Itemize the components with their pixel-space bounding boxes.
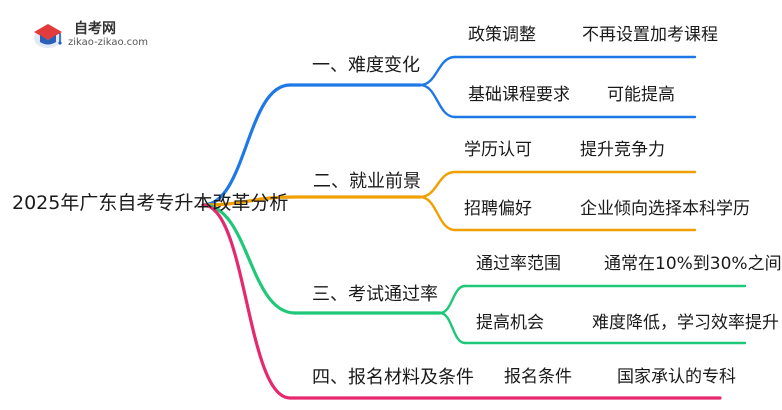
- branch-3-leaf-2-label: 提高机会: [476, 313, 544, 333]
- branch-2-leaf-2-label: 招聘偏好: [464, 199, 532, 219]
- branch-3-leaf-1-curve: [438, 284, 467, 315]
- branch-3-leaf-2-detail: 难度降低，学习效率提升: [592, 313, 779, 333]
- branch-2-leaf-1-curve: [418, 170, 457, 199]
- branch-3-curve: [201, 203, 297, 315]
- logo-url: zikao-zikao.com: [68, 37, 148, 48]
- branch-4-label: 四、报名材料及条件: [312, 367, 474, 388]
- branch-1-leaf-1-label: 政策调整: [468, 25, 536, 45]
- branch-2-curve: [201, 195, 297, 207]
- branch-3-label: 三、考试通过率: [312, 284, 438, 305]
- branch-4-curve: [201, 203, 292, 400]
- branch-2-leaf-1-label: 学历认可: [464, 140, 532, 160]
- branch-1-leaf-2-detail: 可能提高: [607, 85, 675, 105]
- mindmap-connectors: [201, 55, 747, 400]
- branch-1-curve: [201, 83, 292, 207]
- branch-1-label: 一、难度变化: [312, 55, 420, 76]
- branch-1-leaf-1-detail: 不再设置加考课程: [582, 25, 718, 45]
- branch-3-leaf-1-detail: 通常在10%到30%之间: [604, 254, 782, 274]
- branch-4-leaf-1-detail: 国家承认的专科: [617, 367, 736, 387]
- branch-4-leaf-1-label: 报名条件: [504, 367, 572, 387]
- branch-2-leaf-2-curve: [418, 195, 457, 232]
- branch-2-leaf-1-detail: 提升竞争力: [580, 140, 665, 160]
- branch-3-leaf-1-label: 通过率范围: [476, 254, 561, 274]
- site-logo[interactable]: 自考网 zikao-zikao.com: [30, 14, 160, 54]
- branch-2-label: 二、就业前景: [313, 171, 421, 192]
- branch-2-leaf-2-detail: 企业倾向选择本科学历: [580, 199, 750, 219]
- branch-1-leaf-1-curve: [418, 55, 457, 87]
- logo-name: 自考网: [74, 21, 116, 37]
- branch-1-leaf-2-label: 基础课程要求: [468, 85, 570, 105]
- graduation-cap-icon: [34, 24, 62, 48]
- branch-3-leaf-2-curve: [438, 311, 467, 345]
- branch-1-leaf-2-curve: [418, 83, 457, 119]
- root-node: 2025年广东自考专升本改革分析: [12, 192, 289, 214]
